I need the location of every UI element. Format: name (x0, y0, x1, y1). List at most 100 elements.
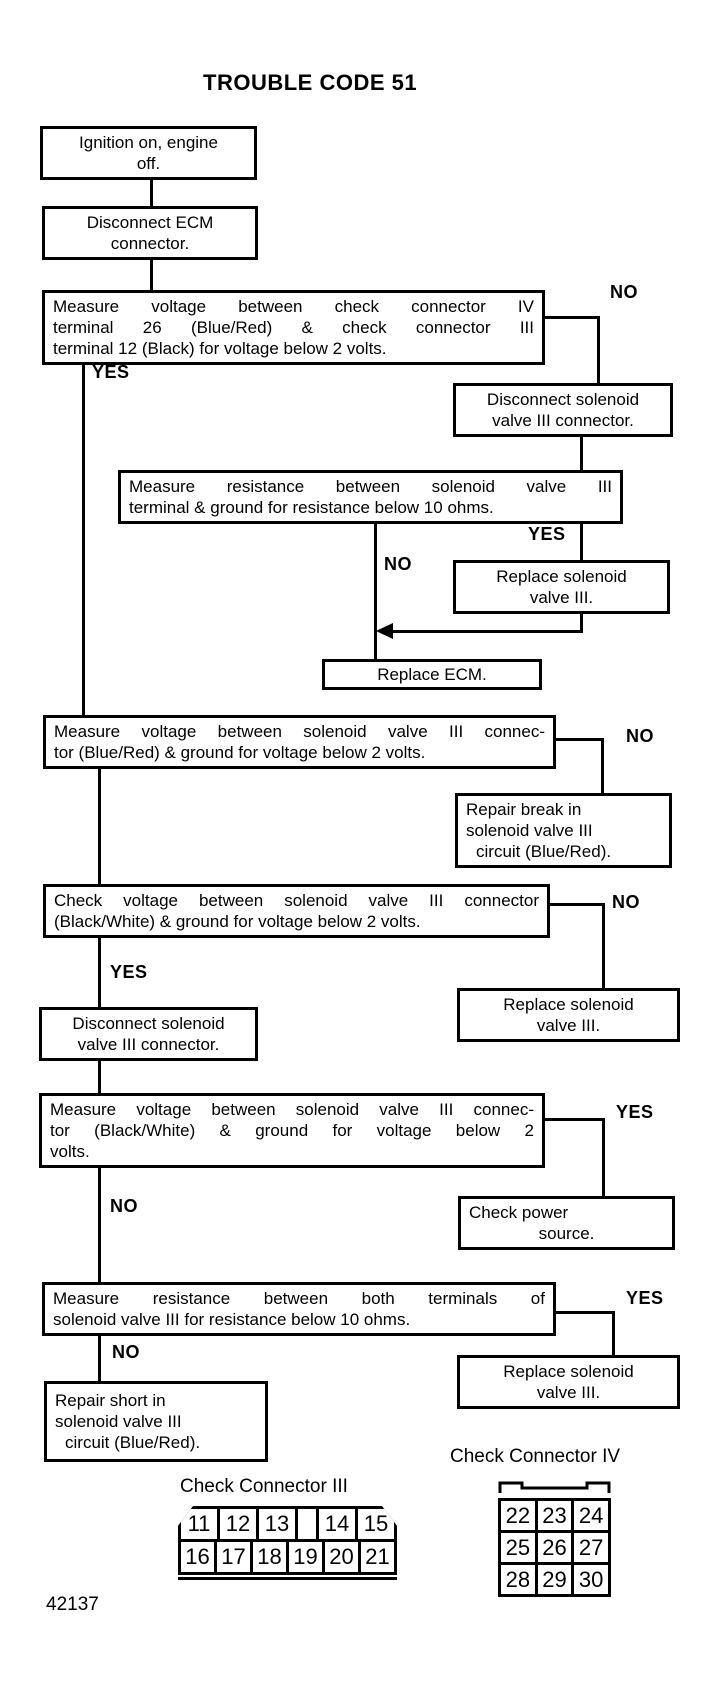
figure-number: 42137 (46, 1594, 99, 1615)
box-line: off. (136, 154, 161, 173)
box-line: Repair short in (55, 1391, 166, 1410)
flow-connector-line-no-1 (543, 316, 600, 319)
flow-box-measure-resistance-ground: Measure resistance between solenoid valv… (118, 470, 623, 524)
flow-connector-line-no-5 (98, 1161, 101, 1282)
box-line: Measure voltage between solenoid valve I… (50, 1100, 534, 1119)
box-line: Disconnect solenoid (486, 390, 640, 409)
flow-connector-line (150, 254, 153, 292)
decision-label-no: NO (112, 1342, 140, 1362)
decision-label-yes: YES (528, 524, 566, 544)
connector-iii-pin-13: 13 (259, 1509, 295, 1539)
flow-box-repair-short: Repair short in solenoid valve III circu… (44, 1381, 268, 1462)
connector-iv-pin-23: 23 (537, 1501, 572, 1530)
decision-label-yes: YES (92, 362, 130, 382)
connector-iv-housing-top (498, 1481, 611, 1493)
box-line: valve III connector. (492, 411, 634, 430)
merge-arrowhead-icon (376, 623, 393, 639)
connector-iv-label: Check Connector IV (450, 1446, 621, 1467)
connector-iii-base-line (178, 1577, 397, 1580)
flow-box-measure-check-connector: Measure voltage between check connector … (42, 290, 545, 365)
connector-iv-pin-30: 30 (574, 1565, 608, 1594)
box-line: valve III. (529, 588, 594, 607)
box-line: Replace solenoid (496, 567, 627, 586)
decision-label-no: NO (110, 1196, 138, 1216)
box-line: Measure resistance between both terminal… (53, 1289, 545, 1308)
flow-connector-line-yes-3 (98, 765, 101, 886)
connector-iii-pin-21: 21 (361, 1542, 394, 1572)
box-line: Check voltage between solenoid valve III… (54, 891, 539, 910)
flow-box-disconnect-solenoid-1: Disconnect solenoid valve III connector. (453, 383, 673, 437)
flow-box-disconnect-ecm: Disconnect ECM connector. (42, 206, 258, 260)
box-line: tor (Blue/Red) & ground for voltage belo… (54, 743, 426, 762)
box-line: source. (538, 1224, 595, 1243)
flow-connector-line (150, 176, 153, 208)
box-line: solenoid valve III (55, 1412, 182, 1431)
decision-label-no: NO (384, 554, 412, 574)
connector-iv-pin-grid: 22 23 24 25 26 27 28 29 30 (498, 1498, 611, 1597)
connector-iii-pin-11: 11 (181, 1509, 217, 1539)
connector-iv-pin-22: 22 (501, 1501, 535, 1530)
connector-iii-pin-15: 15 (358, 1509, 394, 1539)
connector-iv-pin-29: 29 (537, 1565, 572, 1594)
flow-connector-line-no-3 (554, 738, 604, 741)
box-line: solenoid valve III (466, 821, 593, 840)
connector-iii-pin-14: 14 (319, 1509, 355, 1539)
connector-iv-diagram: 22 23 24 25 26 27 28 29 30 (498, 1480, 611, 1597)
connector-iii-label: Check Connector III (180, 1476, 348, 1497)
connector-iii-pin-18: 18 (253, 1542, 286, 1572)
decision-label-no: NO (612, 892, 640, 912)
box-line: Repair break in (466, 800, 582, 819)
box-line: Check power (469, 1203, 569, 1222)
box-line: valve III. (536, 1016, 601, 1035)
flow-connector-line-yes-4 (98, 934, 101, 1009)
connector-iv-pin-28: 28 (501, 1565, 535, 1594)
box-line: valve III. (536, 1383, 601, 1402)
decision-label-no: NO (610, 282, 638, 302)
box-line: Measure voltage between check connector … (53, 297, 534, 316)
connector-iv-pin-27: 27 (574, 1533, 608, 1562)
flow-connector-line (388, 630, 583, 633)
flow-connector-line (580, 429, 583, 472)
connector-iii-row-1: 11 12 13 14 15 (178, 1506, 397, 1542)
box-line: Measure voltage between solenoid valve I… (54, 722, 545, 741)
box-line: solenoid valve III for resistance below … (53, 1310, 411, 1329)
box-line: terminal 26 (Blue/Red) & check connector… (53, 318, 534, 337)
flow-connector-line-no-2 (374, 516, 377, 661)
connector-iv-pin-25: 25 (501, 1533, 535, 1562)
decision-label-no: NO (626, 726, 654, 746)
connector-iv-pin-26: 26 (537, 1533, 572, 1562)
box-line: Replace solenoid (503, 1362, 634, 1381)
connector-iii-pin-17: 17 (217, 1542, 250, 1572)
connector-iii-diagram: 11 12 13 14 15 16 17 18 19 20 21 (178, 1506, 397, 1580)
flow-connector-line-yes-2 (580, 516, 583, 562)
decision-label-yes: YES (110, 962, 148, 982)
flow-box-repair-break: Repair break in solenoid valve III circu… (455, 793, 672, 868)
box-line: volts. (50, 1142, 90, 1161)
flow-connector-line-yes-5 (543, 1118, 605, 1121)
box-line: terminal & ground for resistance below 1… (129, 498, 494, 517)
box-line: circuit (Blue/Red). (65, 1433, 201, 1452)
box-line: (Black/White) & ground for voltage below… (54, 912, 421, 931)
flow-connector-line-no-1 (597, 316, 600, 385)
box-line: valve III connector. (77, 1035, 220, 1054)
box-line: connector. (110, 234, 190, 253)
flow-connector-line-no-6 (98, 1330, 101, 1383)
connector-iii-row-2: 16 17 18 19 20 21 (178, 1542, 397, 1575)
connector-iii-pin-12: 12 (220, 1509, 256, 1539)
flow-box-replace-solenoid-3: Replace solenoid valve III. (457, 1355, 680, 1409)
flow-connector-line-no-3 (601, 738, 604, 795)
box-line: Disconnect ECM (86, 213, 214, 232)
flow-box-disconnect-solenoid-2: Disconnect solenoid valve III connector. (39, 1007, 258, 1061)
flow-connector-line (98, 1055, 101, 1095)
box-line: Measure resistance between solenoid valv… (129, 477, 612, 496)
flow-connector-line-no-4 (548, 903, 605, 906)
decision-label-yes: YES (616, 1102, 654, 1122)
flow-connector-line-yes-6 (554, 1311, 615, 1314)
box-line: circuit (Blue/Red). (476, 842, 612, 861)
box-line: Ignition on, engine (79, 133, 218, 152)
flow-connector-line (580, 604, 583, 633)
flow-box-measure-resistance-terminals: Measure resistance between both terminal… (42, 1282, 556, 1336)
connector-iii-pin-20: 20 (325, 1542, 358, 1572)
flow-connector-line-yes-6 (612, 1311, 615, 1357)
